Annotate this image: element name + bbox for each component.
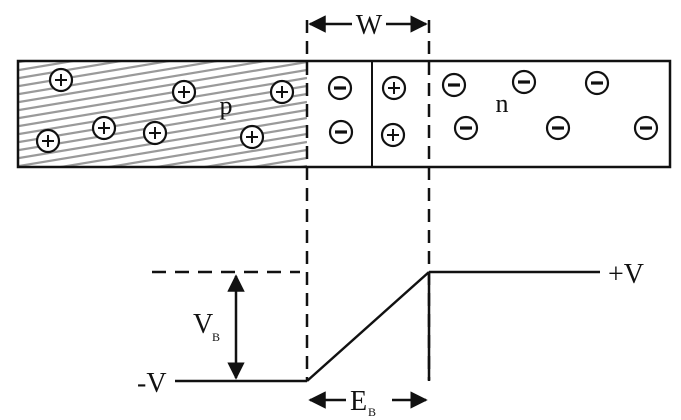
p-holes-ion: [48, 67, 74, 93]
charge-carriers: [35, 67, 659, 154]
field-subscript: B: [368, 405, 376, 419]
field-label: E: [350, 386, 367, 417]
semiconductor-bar: [16, 59, 672, 169]
n-electrons-ion: [545, 115, 571, 141]
p-holes-ion: [269, 79, 295, 105]
n-electrons-ion: [453, 115, 479, 141]
p-region-hatching: [19, 62, 307, 166]
p-region-label: p: [220, 91, 233, 120]
depletion-n-side-ion: [381, 75, 407, 101]
depletion-n-side-ion: [380, 122, 406, 148]
p-holes-ion: [35, 128, 61, 154]
width-label: W: [356, 10, 383, 41]
n-electrons-ion: [584, 70, 610, 96]
depletion-p-side-ion: [328, 119, 354, 145]
n-electrons-ion: [441, 72, 467, 98]
n-electrons-ion: [511, 69, 537, 95]
p-holes-ion: [171, 79, 197, 105]
potential-ramp: [306, 271, 430, 382]
plus-v-label: +V: [608, 259, 644, 290]
barrier-voltage-label: V: [193, 309, 213, 340]
p-holes-ion: [91, 115, 117, 141]
n-electrons-ion: [633, 115, 659, 141]
barrier-voltage-subscript: B: [212, 330, 220, 344]
minus-v-label: -V: [137, 368, 167, 399]
p-holes-ion: [142, 120, 168, 146]
depletion-p-side-ion: [327, 75, 353, 101]
n-region-label: n: [496, 89, 509, 118]
p-holes-ion: [239, 124, 265, 150]
